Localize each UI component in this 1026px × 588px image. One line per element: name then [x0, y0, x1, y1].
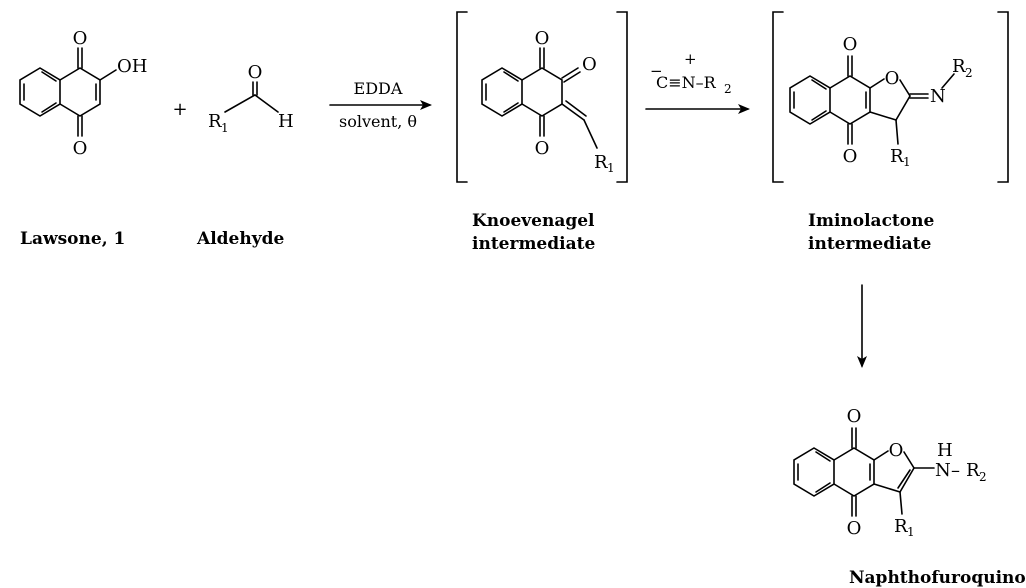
knoev-o-right: O: [582, 54, 597, 75]
product-n: N: [935, 460, 951, 481]
arrow-step-3: [857, 284, 867, 368]
reagent-edda: EDDA: [354, 79, 403, 98]
aldehyde-o: O: [248, 62, 263, 83]
imino-o-top: O: [843, 34, 858, 55]
label-product: Naphthofuroquinone: [849, 568, 1026, 588]
aldehyde-structure: O R 1 H: [208, 62, 294, 135]
product-dash: –: [951, 460, 960, 481]
product-h: H: [937, 440, 953, 461]
lawsone-o-top: O: [73, 28, 88, 49]
knoev-r-sub: 1: [607, 161, 615, 175]
product-r1: R: [894, 516, 908, 537]
iminolactone-structure: O O O N R 2 R 1: [772, 11, 1009, 183]
isocyanide-formula: C≡N–R: [656, 73, 717, 92]
label-iminolactone-2: intermediate: [808, 234, 931, 254]
product-r2-sub: 2: [979, 470, 987, 484]
label-lawsone: Lawsone, 1: [20, 229, 125, 249]
knoev-o-bottom: O: [535, 138, 550, 159]
isocyanide-plus: +: [684, 50, 697, 68]
label-knoevenagel-2: intermediate: [472, 234, 595, 254]
isocyanide-minus: −: [650, 62, 663, 80]
product-r2: R: [966, 460, 980, 481]
imino-r1: R: [890, 146, 904, 167]
reagent-solvent: solvent, θ: [339, 112, 417, 131]
product-structure: O O O H N – R 2 R 1: [793, 406, 987, 539]
product-r1-sub: 1: [907, 525, 915, 539]
lawsone-o-bottom: O: [73, 138, 88, 159]
label-aldehyde: Aldehyde: [196, 229, 284, 249]
plus-sign: +: [172, 99, 187, 120]
product-o-top: O: [847, 406, 862, 427]
product-o-ring: O: [889, 440, 904, 461]
aldehyde-r-sub: 1: [221, 121, 229, 135]
label-knoevenagel: Knoevenagel: [472, 211, 595, 231]
knoevenagel-structure: O O O R 1: [456, 11, 628, 183]
imino-r2-sub: 2: [965, 66, 973, 80]
aldehyde-r: R: [208, 111, 222, 132]
label-iminolactone: Iminolactone: [808, 211, 934, 231]
lawsone-oh: OH: [117, 56, 147, 77]
aldehyde-h: H: [278, 111, 294, 132]
knoev-o-top: O: [535, 28, 550, 49]
imino-o-ring: O: [885, 68, 900, 89]
product-o-bottom: O: [847, 518, 862, 539]
knoev-r: R: [594, 152, 608, 173]
arrow-step-1: EDDA solvent, θ: [329, 79, 432, 131]
arrow-step-2: − + C≡N–R 2: [645, 50, 750, 114]
isocyanide-sub: 2: [724, 82, 732, 96]
imino-r2: R: [952, 56, 966, 77]
imino-n: N: [930, 86, 946, 107]
imino-o-bottom: O: [843, 146, 858, 167]
lawsone-structure: O O OH: [19, 28, 147, 159]
imino-r1-sub: 1: [903, 155, 911, 169]
